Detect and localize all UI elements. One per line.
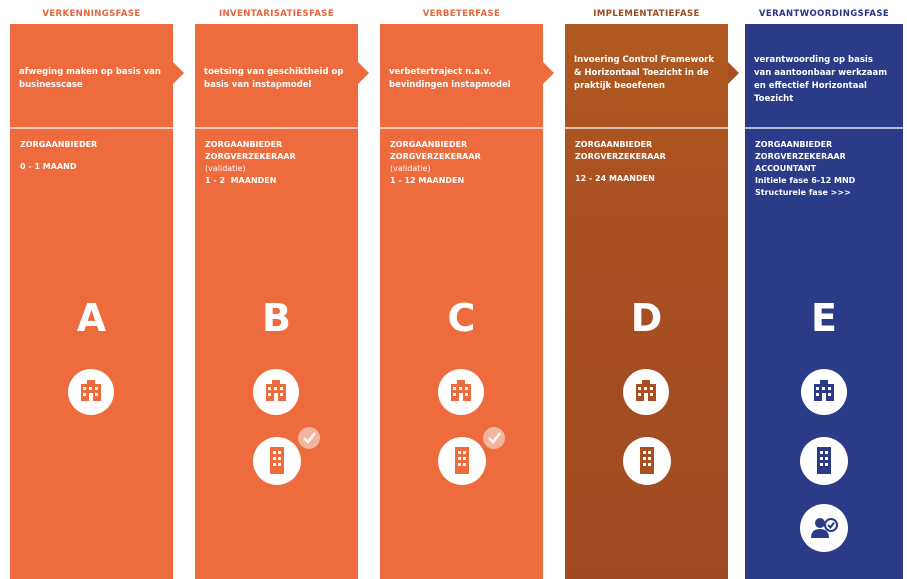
actor-line: ZORGAANBIEDER <box>390 140 468 149</box>
divider <box>745 127 903 129</box>
phase-letter: C <box>447 296 476 340</box>
phase-column-b: INVENTARISATIESFASE toetsing van geschik… <box>195 0 358 579</box>
building-icon <box>253 369 299 415</box>
actor-line: ZORGAANBIEDER <box>575 140 653 149</box>
actor-line: ZORGAANBIEDER <box>20 140 98 149</box>
phase-description: afweging maken op basis van businesscase <box>19 67 161 90</box>
phase-actors: ZORGAANBIEDER ZORGVERZEKERAAR (validatie… <box>390 139 535 187</box>
phase-title: INVENTARISATIESFASE <box>218 9 335 19</box>
actor-line: Initiele fase 6-12 MND <box>755 176 856 185</box>
actor-line <box>575 163 720 173</box>
actor-line: ZORGVERZEKERAAR <box>390 152 481 161</box>
actor-line: 1 - 2 MAANDEN <box>205 176 277 185</box>
phase-title: VERKENNINGSFASE <box>42 9 141 19</box>
actor-line: (validatie) <box>390 164 431 173</box>
phase-column-d: IMPLEMENTATIEFASE Invoering Control Fram… <box>565 0 728 579</box>
building-icon <box>801 369 847 415</box>
phase-arrow <box>173 62 184 84</box>
tall-building-icon <box>623 437 671 485</box>
phase-column-e: VERANTWOORDINGSFASE verantwoording op ba… <box>745 0 903 579</box>
divider <box>10 127 173 129</box>
phase-arrow <box>728 62 739 84</box>
phase-panel: toetsing van geschiktheid op basis van i… <box>195 24 358 579</box>
actor-line: 0 - 1 MAAND <box>20 162 77 171</box>
divider <box>380 127 543 129</box>
phase-arrow <box>543 62 554 84</box>
check-badge-icon <box>483 427 505 449</box>
phase-column-a: VERKENNINGSFASE afweging maken op basis … <box>10 0 173 579</box>
actor-line: ACCOUNTANT <box>755 164 817 173</box>
actor-line: ZORGVERZEKERAAR <box>575 152 666 161</box>
phase-letter: D <box>630 296 663 340</box>
tall-building-check-icon <box>438 437 486 485</box>
divider <box>565 127 728 129</box>
phase-letter: A <box>76 296 107 340</box>
phase-letter: E <box>811 296 837 340</box>
actor-line: 1 - 12 MAANDEN <box>390 176 465 185</box>
divider <box>195 127 358 129</box>
building-icon <box>68 369 114 415</box>
actor-line: ZORGAANBIEDER <box>205 140 283 149</box>
actor-line: 12 - 24 MAANDEN <box>575 174 655 183</box>
phase-description: verbetertraject n.a.v. bevindingen insta… <box>389 67 511 90</box>
check-badge-icon <box>298 427 320 449</box>
tall-building-check-icon <box>253 437 301 485</box>
phase-title: VERBETERFASE <box>422 9 501 19</box>
actor-line: ZORGVERZEKERAAR <box>205 152 296 161</box>
phase-title: VERANTWOORDINGSFASE <box>758 9 890 19</box>
phase-description: verantwoording op basis van aantoonbaar … <box>754 55 888 104</box>
phase-actors: ZORGAANBIEDER 0 - 1 MAAND <box>20 139 165 173</box>
actor-line: ZORGVERZEKERAAR <box>755 152 846 161</box>
phase-actors: ZORGAANBIEDER ZORGVERZEKERAAR (validatie… <box>205 139 350 187</box>
phase-panel: verbetertraject n.a.v. bevindingen insta… <box>380 24 543 579</box>
building-icon <box>623 369 669 415</box>
phase-title: IMPLEMENTATIEFASE <box>593 9 700 19</box>
phase-actors: ZORGAANBIEDER ZORGVERZEKERAAR ACCOUNTANT… <box>755 139 895 199</box>
phase-panel: afweging maken op basis van businesscase… <box>10 24 173 579</box>
actor-line: ZORGAANBIEDER <box>755 140 833 149</box>
person-check-icon <box>800 504 848 552</box>
phase-panel: Invoering Control Framework & Horizontaa… <box>565 24 728 579</box>
phase-description: toetsing van geschiktheid op basis van i… <box>204 67 344 90</box>
phase-column-c: VERBETERFASE verbetertraject n.a.v. bevi… <box>380 0 543 579</box>
tall-building-icon <box>800 437 848 485</box>
phase-arrow <box>358 62 369 84</box>
actor-line: (validatie) <box>205 164 246 173</box>
phase-letter: B <box>262 296 291 340</box>
actor-line: Structurele fase >>> <box>755 188 851 197</box>
building-icon <box>438 369 484 415</box>
actor-line <box>20 151 165 161</box>
phase-actors: ZORGAANBIEDER ZORGVERZEKERAAR 12 - 24 MA… <box>575 139 720 185</box>
phase-panel: verantwoording op basis van aantoonbaar … <box>745 24 903 579</box>
phase-description: Invoering Control Framework & Horizontaa… <box>574 55 715 91</box>
